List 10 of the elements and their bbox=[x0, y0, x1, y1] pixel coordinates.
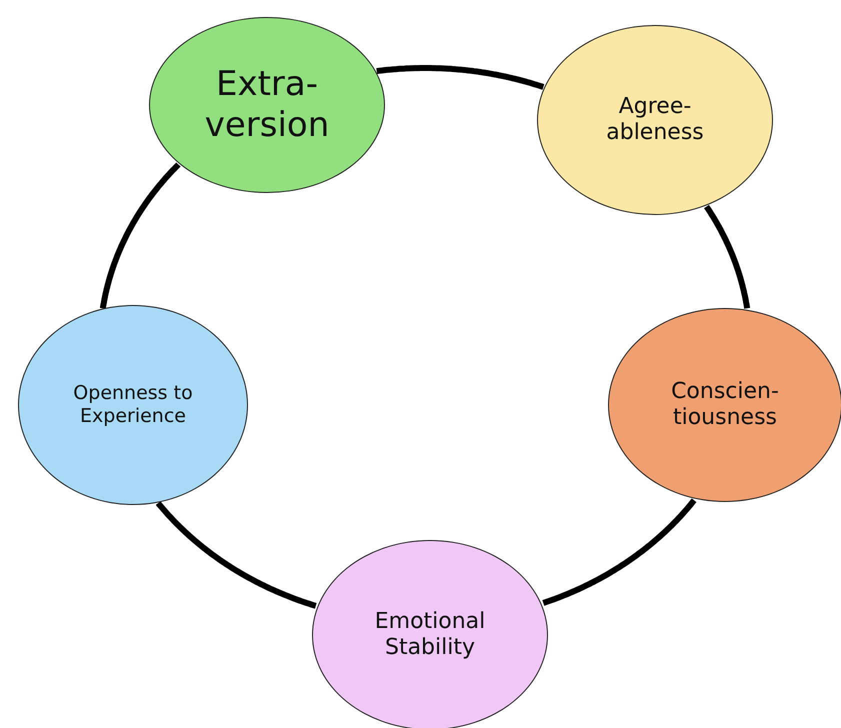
connector-line bbox=[704, 204, 750, 310]
trait-label: Openness to Experience bbox=[72, 382, 194, 428]
trait-label: Conscien- tiousness bbox=[670, 378, 780, 432]
trait-label: Extra- version bbox=[204, 64, 330, 146]
connector-line bbox=[100, 162, 181, 310]
connector-line bbox=[542, 498, 696, 606]
trait-label: Emotional Stability bbox=[374, 608, 486, 662]
connector-line bbox=[376, 65, 544, 90]
trait-label: Agree- ableness bbox=[605, 94, 705, 146]
connector-line bbox=[156, 501, 317, 609]
